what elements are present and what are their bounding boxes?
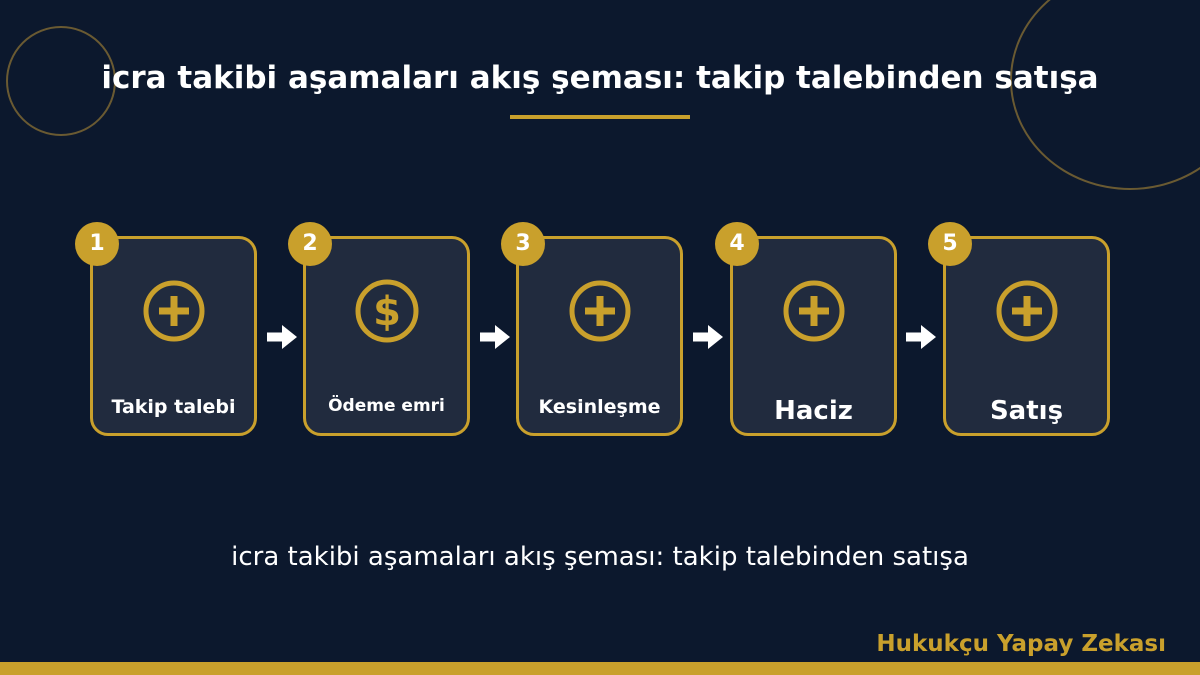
plus-circle-icon [568,279,632,343]
right-arrow-icon [266,324,298,350]
step-card-kesinlesme: 3 Kesinleşme [501,222,683,436]
step-card-haciz: 4 Haciz [715,222,897,436]
plus-circle-icon [995,279,1059,343]
right-arrow-icon [692,324,724,350]
step-card-takip-talebi: 1 Takip talebi [75,222,257,436]
step-number-badge: 2 [288,222,332,266]
step-number-badge: 4 [715,222,759,266]
plus-circle-icon [782,279,846,343]
svg-text:$: $ [373,289,401,335]
right-arrow-icon [479,324,511,350]
step-card-odeme-emri: 2 $ Ödeme emri [288,222,470,436]
caption: icra takibi aşamaları akış şeması: takip… [231,542,969,572]
bottom-accent-bar [0,662,1200,675]
decorative-circle-left [6,26,116,136]
step-number-badge: 5 [928,222,972,266]
page-title: icra takibi aşamaları akış şeması: takip… [101,60,1099,96]
step-label: Kesinleşme [538,396,661,418]
step-label: Satış [989,396,1064,426]
step-number-badge: 3 [501,222,545,266]
brand-name: Hukukçu Yapay Zekası [876,631,1166,657]
step-label: Takip talebi [111,396,236,418]
step-card-satis: 5 Satış [928,222,1110,436]
plus-circle-icon [142,279,206,343]
step-label: Ödeme emri [328,396,445,416]
step-number-badge: 1 [75,222,119,266]
right-arrow-icon [905,324,937,350]
title-underline [510,115,690,119]
dollar-circle-icon: $ [355,279,419,343]
step-label: Haciz [774,396,853,426]
